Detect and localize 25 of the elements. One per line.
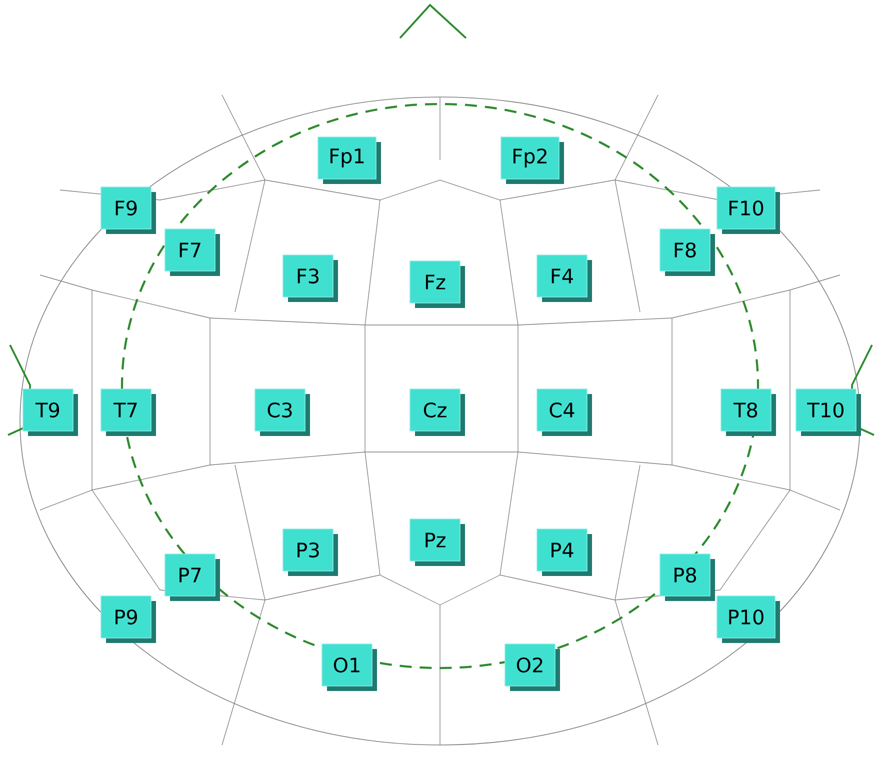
electrode-box: F10: [716, 186, 780, 234]
electrode-box: Fp1: [318, 136, 381, 184]
electrode-box: Pz: [410, 518, 465, 566]
electrode-box: Cz: [410, 388, 465, 436]
electrode-box: P8: [660, 554, 715, 601]
electrode-box: P9: [100, 596, 156, 643]
electrode-box: T10: [796, 388, 861, 436]
electrode-box: F8: [660, 228, 715, 276]
electrode-box: P7: [164, 554, 220, 601]
electrode-box: P4: [536, 528, 592, 576]
electrode-box: Fp2: [500, 136, 564, 184]
electrode-box: T9: [22, 388, 78, 436]
electrode-box: C4: [536, 388, 592, 436]
electrode-box: F4: [536, 254, 592, 302]
electrode-box: O2: [504, 644, 560, 691]
electrode-box: T8: [720, 388, 776, 436]
electrode-box: T7: [100, 388, 156, 436]
electrode-box: P10: [716, 596, 780, 643]
electrode-box: O1: [322, 644, 377, 691]
electrode-box: F3: [282, 254, 338, 302]
electrode-box: Fz: [410, 260, 465, 308]
electrode-box: F7: [164, 228, 220, 276]
electrode-box: P3: [282, 528, 338, 576]
electrode-box: C3: [254, 388, 310, 436]
electrode-box: F9: [100, 186, 156, 234]
